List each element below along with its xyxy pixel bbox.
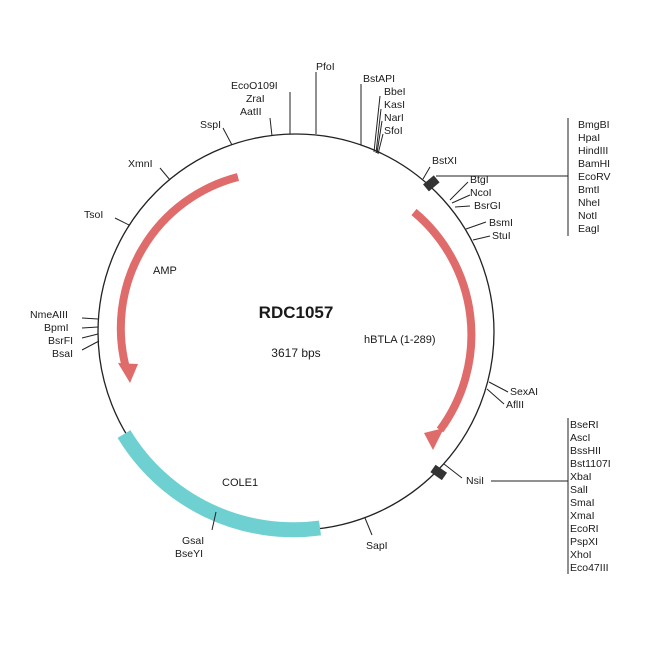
mcs-top-site: HpaI [578, 132, 600, 144]
site-label-bpml: BpmI [44, 322, 69, 334]
site-tick-sspi [222, 127, 233, 146]
site-tick-gsai [211, 511, 217, 531]
site-label-sexai: SexAI [510, 386, 538, 398]
site-tick-sapi [364, 517, 373, 536]
site-label-bsmi: BsmI [489, 217, 513, 229]
mcs-bottom-site: Eco47III [570, 562, 609, 574]
site-label-stui: StuI [492, 230, 511, 242]
site-label-pfol: PfoI [316, 61, 335, 73]
mcs-bottom-site: XhoI [570, 549, 592, 561]
site-label-nmeaiii: NmeAIII [30, 309, 68, 321]
site-label-xmni: XmnI [128, 158, 153, 170]
mcs-top-site: NheI [578, 197, 600, 209]
cole1-label: COLE1 [222, 477, 258, 489]
mcs-top-site: HindIII [578, 145, 608, 157]
site-tick-afiii [486, 388, 505, 405]
mcs-top-site: NotI [578, 210, 597, 222]
site-label-kasi: KasI [384, 99, 405, 111]
site-tick-aatii [269, 117, 273, 137]
mcs-top-cluster-mark [423, 175, 440, 192]
site-tick-stui [472, 235, 491, 241]
site-label-bstxi: BstXI [432, 155, 457, 167]
site-tick-sexai [488, 381, 509, 393]
site-tick-bsmi [465, 221, 487, 230]
amp-arrow-head [118, 363, 138, 383]
site-tick-nari [376, 120, 383, 154]
mcs-bottom-site: BseRI [570, 419, 599, 431]
site-tick-bstxi [422, 166, 431, 180]
site-label-bsrgi: BsrGI [474, 200, 501, 212]
site-label-tsol: TsoI [84, 209, 103, 221]
mcs-bottom-site: EcoRI [570, 523, 599, 535]
site-tick-ncoi [451, 194, 471, 204]
mcs-bottom-site: AscI [570, 432, 590, 444]
mcs-top-site: EagI [578, 223, 600, 235]
site-tick-bbei [373, 95, 381, 153]
mcs-bottom-site: SalI [570, 484, 588, 496]
site-label-bsrfi: BsrFI [48, 335, 73, 347]
site-label-btgi: BtgI [470, 174, 489, 186]
plasmid-name: RDC1057 [259, 303, 334, 322]
site-label-ncoi: NcoI [470, 187, 492, 199]
mcs-top-site: BmtI [578, 184, 600, 196]
mcs-bottom-site: Bst1107I [570, 458, 611, 470]
site-label-nari: NarI [384, 112, 404, 124]
site-label-bstapi: BstAPI [363, 73, 395, 85]
site-tick-nmeaiii [81, 317, 99, 320]
amp-arrow-body [116, 173, 239, 370]
site-label-ecoo109i: EcoO109I [231, 80, 278, 92]
site-label-bsai: BsaI [52, 348, 73, 360]
mcs-bottom-site: BssHII [570, 445, 601, 457]
plasmid-size: 3617 bps [271, 346, 320, 360]
site-label-afiii: AflII [506, 399, 524, 411]
site-label-sspi: SspI [200, 119, 221, 131]
site-tick-xmni [159, 167, 171, 181]
site-label-sapi: SapI [366, 540, 388, 552]
site-tick-bsai [81, 340, 100, 351]
site-label-aatii: AatII [240, 106, 262, 118]
mcs-top-site: BamHI [578, 158, 610, 170]
btla-arrow-head [424, 428, 444, 450]
mcs-bottom-site: SmaI [570, 497, 595, 509]
site-tick-kasi [375, 108, 382, 154]
mcs-bottom-site: XmaI [570, 510, 595, 522]
mcs-bottom-leader [443, 463, 463, 479]
site-tick-sfoi [377, 133, 384, 155]
site-label-nsii: NsiI [466, 475, 484, 487]
btla-label: hBTLA (1-289) [364, 334, 436, 346]
amp-label: AMP [153, 265, 177, 277]
btla-arrow-body [411, 208, 476, 433]
site-tick-bpml [81, 326, 99, 329]
mcs-top-site: BmgBI [578, 119, 610, 131]
mcs-bottom-cluster-mark [430, 464, 448, 481]
site-label-gsai: GsaI [182, 535, 204, 547]
site-label-bbei: BbeI [384, 86, 406, 98]
site-tick-bsrfi [81, 333, 99, 339]
mcs-bottom-site: XbaI [570, 471, 592, 483]
mcs-bottom-site: PspXI [570, 536, 598, 548]
cole1-feature [117, 430, 321, 538]
site-tick-tsol [114, 217, 130, 226]
mcs-top-site: EcoRV [578, 171, 611, 183]
site-label-sfoi: SfoI [384, 125, 403, 137]
site-tick-bsrgi [454, 205, 471, 208]
site-tick-btgi [449, 181, 469, 201]
site-label-zral: ZraI [246, 93, 265, 105]
site-label-bseyi: BseYI [175, 548, 203, 560]
